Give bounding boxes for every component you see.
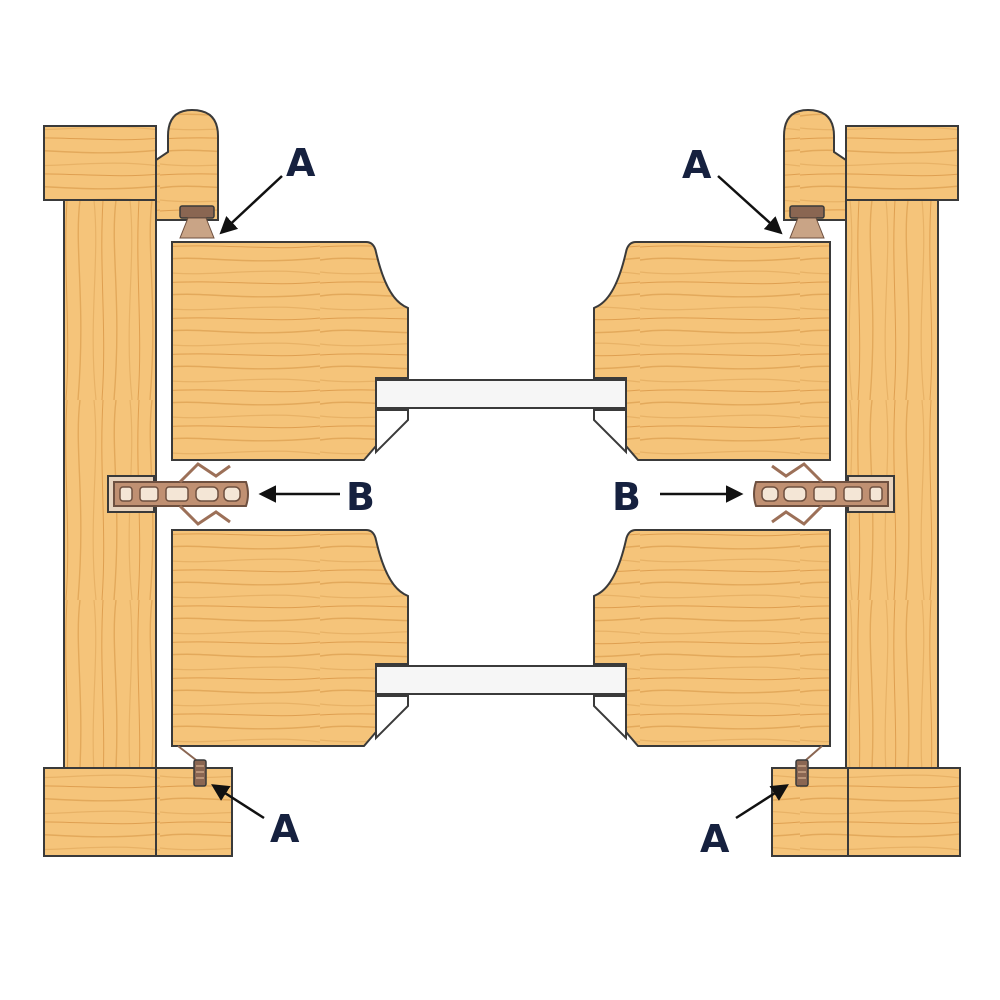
callout-label-top-right: A [682, 143, 712, 187]
lower-glass-pane [375, 665, 627, 695]
right-lower-sash [593, 529, 831, 747]
callout-label-bottom-right: A [700, 817, 730, 861]
top-right-brush-seal [789, 205, 825, 239]
callout-label-bottom-left: A [270, 807, 300, 851]
upper-glass-pane [375, 379, 627, 409]
bottom-right-callout-arrow [735, 784, 789, 820]
left-bottom-block-outer [43, 767, 159, 857]
top-left-callout-arrow [219, 175, 283, 235]
right-bottom-block-inner [771, 767, 849, 857]
right-top-bead [783, 108, 847, 221]
right-upper-sash [593, 241, 831, 461]
callout-label-middle-right: B [612, 475, 641, 519]
left-top-bead [155, 108, 219, 221]
bottom-left-brush-seal [177, 745, 207, 787]
top-right-callout-arrow [717, 175, 783, 235]
bottom-left-callout-arrow [211, 784, 265, 820]
right-top-cap [845, 125, 959, 201]
bottom-right-brush-seal [795, 745, 823, 787]
top-left-brush-seal [179, 205, 215, 239]
left-top-cap [43, 125, 157, 201]
left-upper-sash [171, 241, 409, 461]
left-lower-sash [171, 529, 409, 747]
callout-label-middle-left: B [346, 475, 375, 519]
right-bottom-block-outer [845, 767, 961, 857]
left-meeting-rail-seal [107, 462, 249, 526]
right-meeting-rail-seal [753, 462, 895, 526]
callout-label-top-left: A [286, 141, 316, 185]
